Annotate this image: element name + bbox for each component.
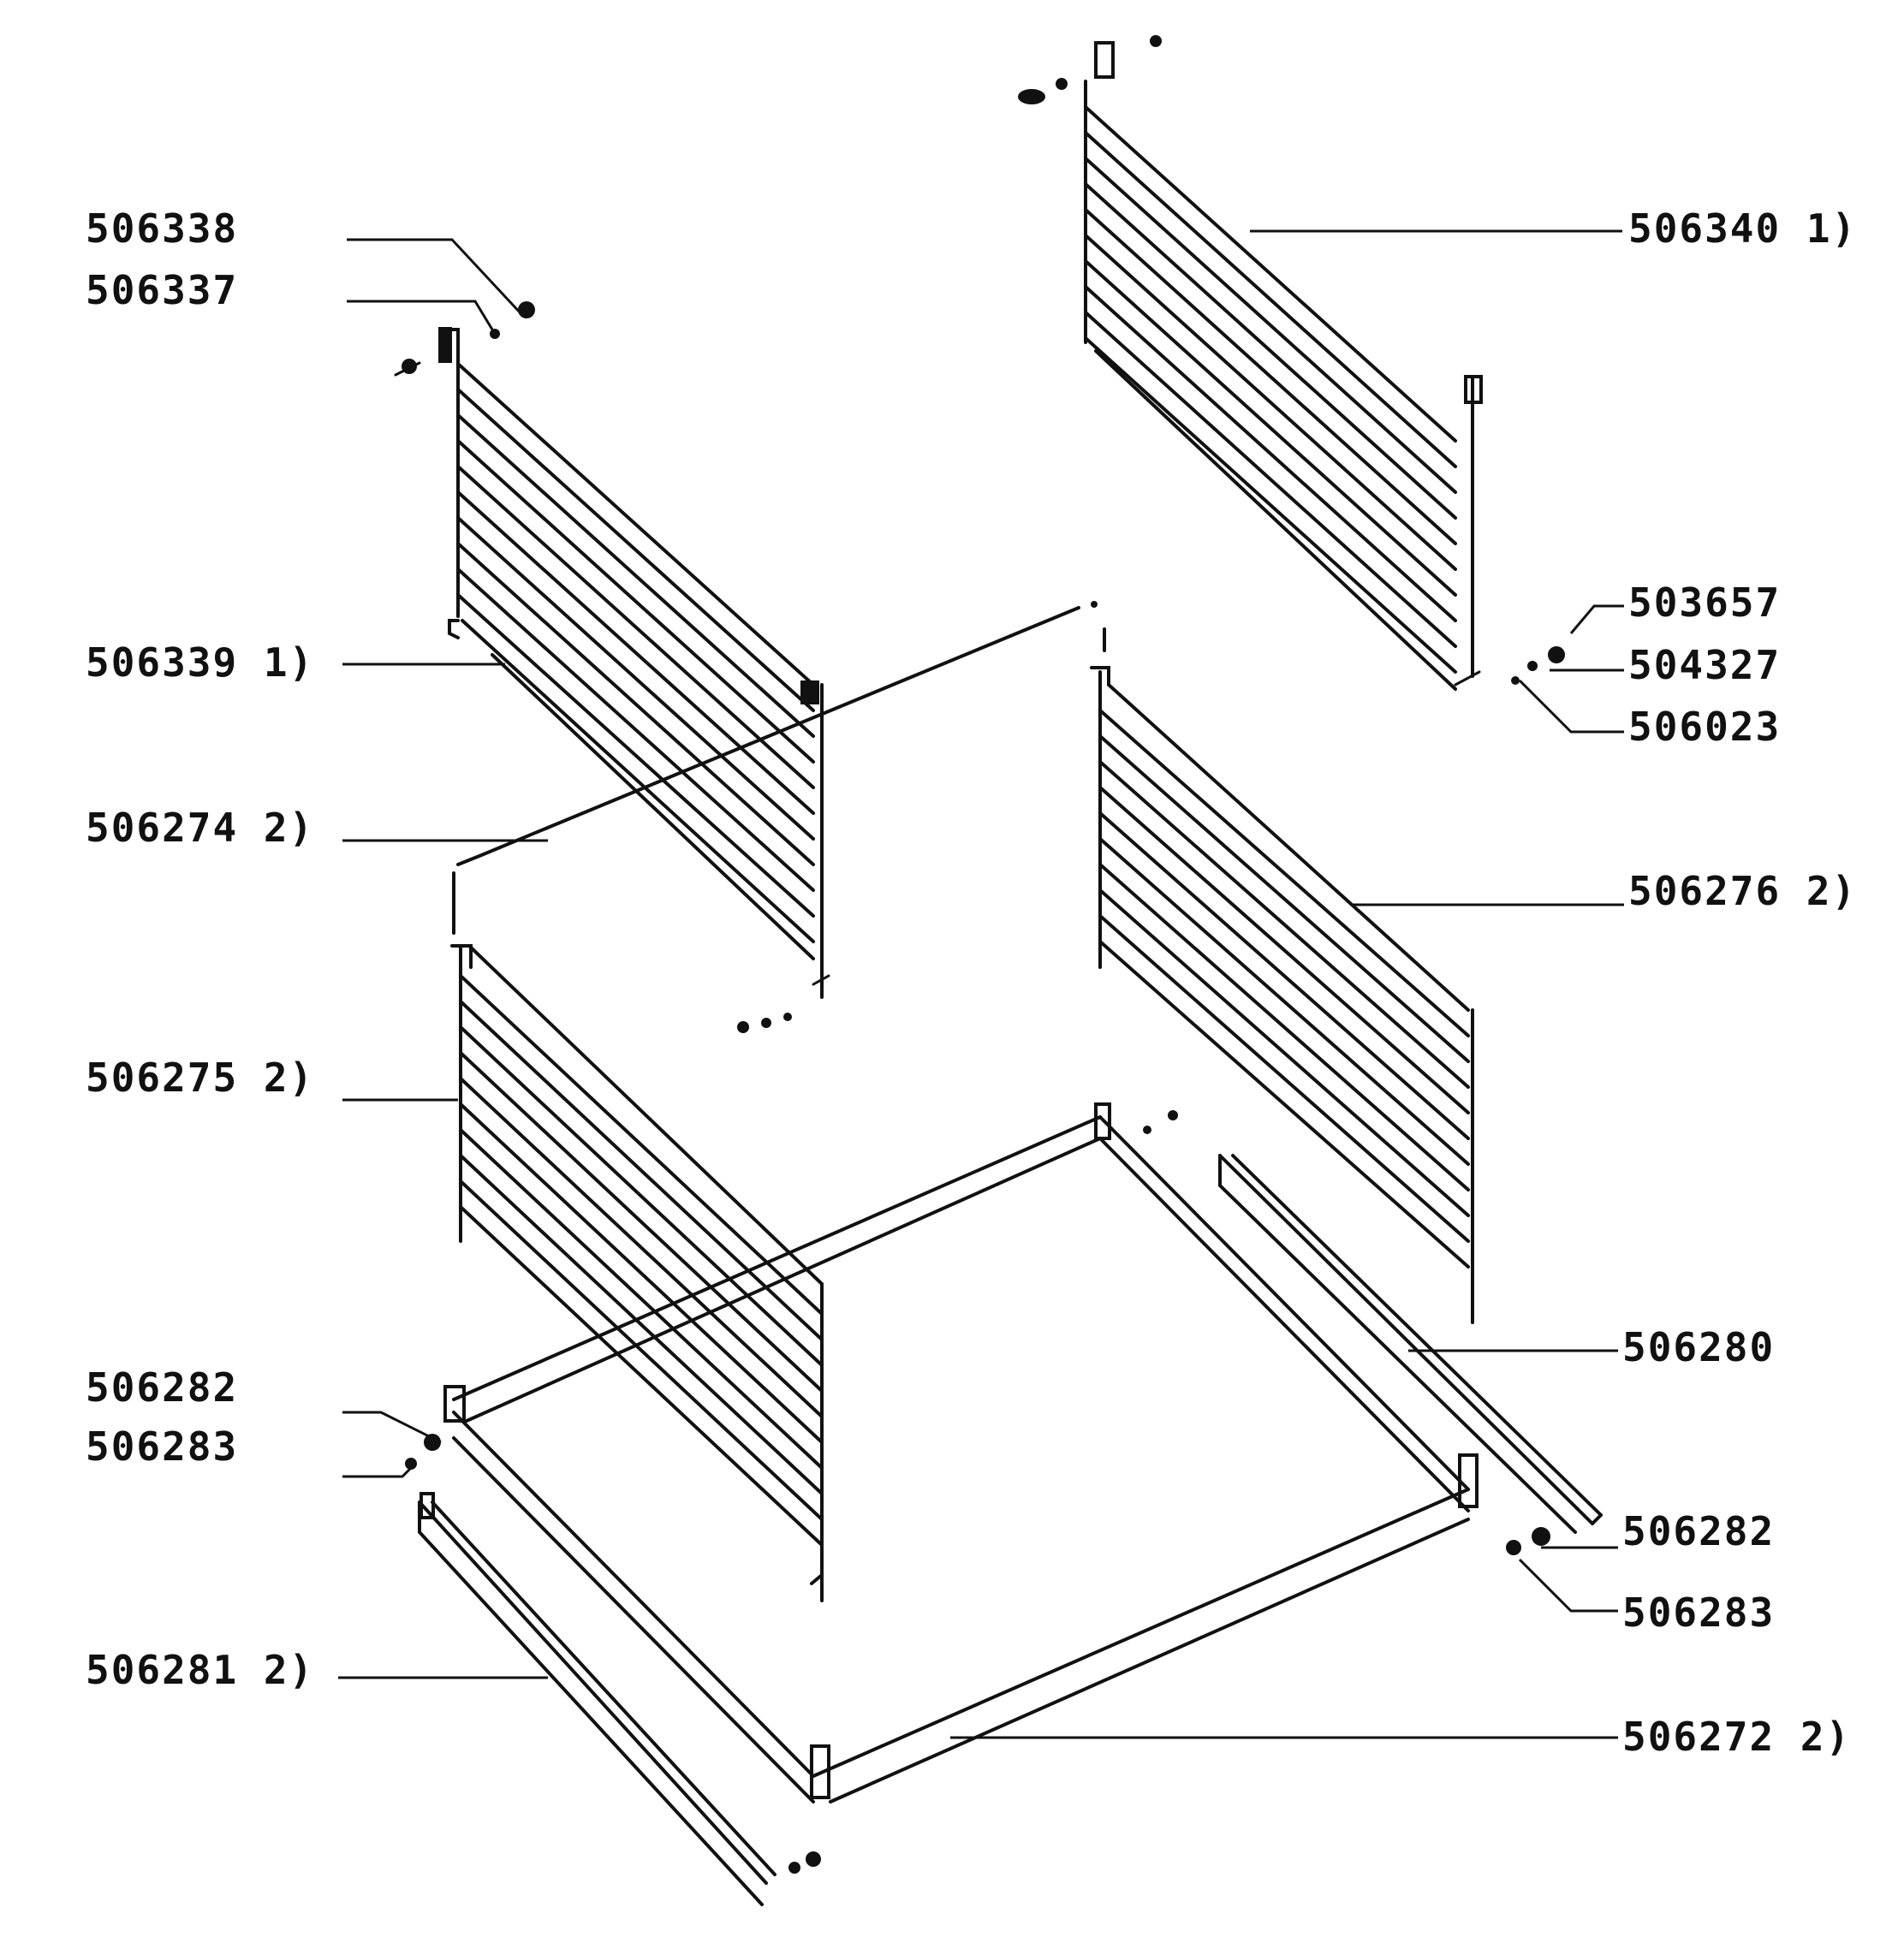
label-506282-left: 506282 [86,1364,238,1411]
label-503657: 503657 [1628,579,1781,626]
leader-lines [338,229,1624,1739]
label-504327: 504327 [1628,642,1781,688]
label-506274: 506274 2) [86,805,314,851]
label-506272: 506272 2) [1622,1714,1851,1760]
label-506340: 506340 1) [1628,205,1857,252]
label-506275: 506275 2) [86,1055,314,1101]
label-506283-left: 506283 [86,1423,238,1470]
shelf-rack-506339 [394,301,830,999]
side-rail-506280 [1218,1154,1603,1555]
label-506276: 506276 2) [1628,868,1857,914]
shelf-rack-506340 [1018,35,1565,691]
label-506281: 506281 2) [86,1647,314,1693]
label-506338: 506338 [86,205,238,252]
label-506023: 506023 [1628,704,1781,750]
shelf-rack-506276 [1090,666,1474,1324]
label-506339: 506339 1) [86,639,314,686]
base-frame-506272 [405,1102,1479,1803]
shelf-rack-506275 [450,944,824,1602]
label-506282-right: 506282 [1622,1508,1775,1554]
label-506337: 506337 [86,267,238,313]
label-506283-right: 506283 [1622,1590,1775,1636]
tie-bar-506274 [452,601,1106,935]
label-506280: 506280 [1622,1324,1775,1370]
side-rail-506281 [418,1492,821,1906]
